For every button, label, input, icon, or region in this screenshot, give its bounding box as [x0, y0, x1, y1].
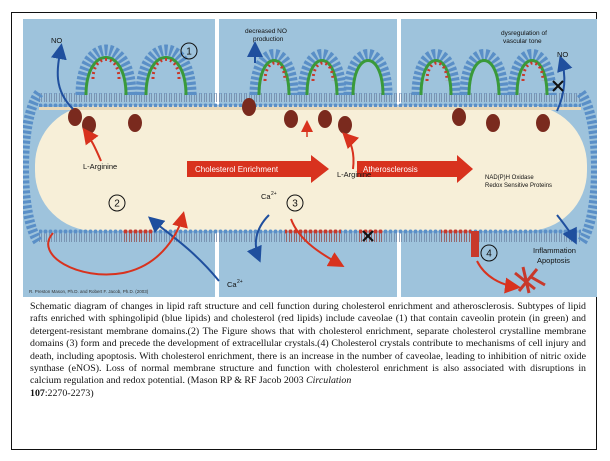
svg-text:3: 3: [292, 199, 298, 210]
svg-text:1: 1: [186, 47, 192, 58]
decreased-no-label-1: decreased NO: [245, 28, 287, 35]
svg-text:Ca: Ca: [261, 192, 271, 201]
no-label-right: NO: [557, 50, 568, 59]
atherosclerosis-label: Atherosclerosis: [363, 165, 418, 174]
svg-text:2+: 2+: [237, 279, 243, 285]
raft-domain-right: [441, 229, 471, 243]
cholesterol-crystal-domain: [285, 229, 341, 243]
figure-credit: R. Preston Mason, Ph.D. and Robert F. Ja…: [29, 289, 149, 294]
nadph-oxidase-label: NAD(P)H Oxidase: [485, 175, 534, 181]
inflammation-label: Inflammation: [533, 246, 576, 255]
apoptosis-label: Apoptosis: [537, 256, 570, 265]
dysregulation-label-2: vascular tone: [503, 38, 542, 45]
figure-card: 1 2 3 4 NO decreased NO production dysre…: [11, 12, 597, 450]
raft-domain-left: [123, 229, 153, 243]
top-membrane: [39, 93, 581, 107]
caption-text: Schematic diagram of changes in lipid ra…: [30, 301, 586, 386]
lipid-raft-diagram: 1 2 3 4 NO decreased NO production dysre…: [23, 19, 597, 297]
cholesterol-enrichment-label: Cholesterol Enrichment: [195, 165, 279, 174]
figure-caption: Schematic diagram of changes in lipid ra…: [30, 301, 586, 400]
svg-text:Ca: Ca: [227, 280, 237, 289]
caption-pages: :2270-2273): [45, 388, 94, 399]
svg-text:2+: 2+: [271, 191, 277, 197]
svg-text:2: 2: [114, 199, 120, 210]
dysregulation-label-1: dysregulation of: [501, 30, 547, 37]
no-label-left: NO: [51, 36, 62, 45]
redox-proteins-label: Redox Sensitive Proteins: [485, 183, 552, 189]
decreased-no-label-2: production: [253, 36, 284, 43]
l-arginine-label-left: L-Arginine: [83, 162, 117, 171]
caption-journal: Circulation: [306, 375, 351, 386]
svg-text:4: 4: [486, 249, 492, 260]
caption-volume: 107: [30, 388, 45, 399]
